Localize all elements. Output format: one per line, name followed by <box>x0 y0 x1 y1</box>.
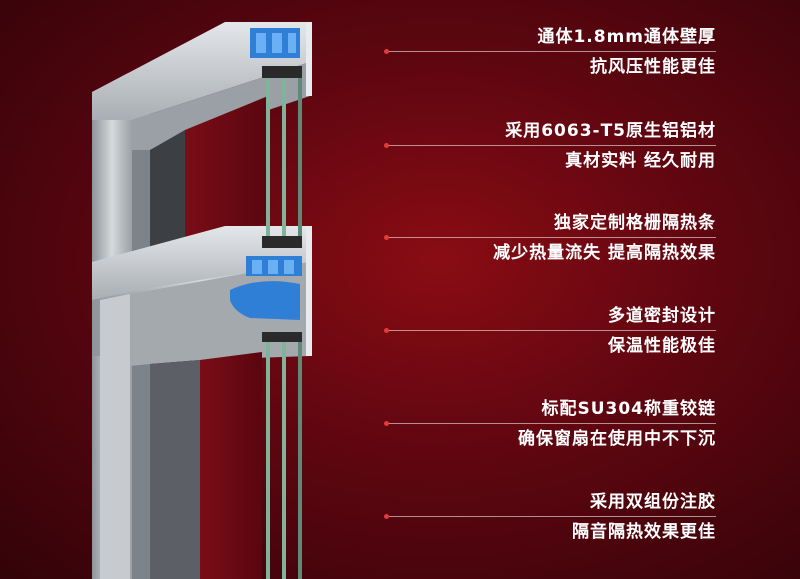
feature-multi-seal: 多道密封设计 保温性能极佳 <box>384 305 716 357</box>
feature-divider <box>384 143 716 148</box>
feature-subtitle: 确保窗扇在使用中不下沉 <box>518 429 716 449</box>
feature-divider <box>384 328 716 333</box>
feature-subtitle: 隔音隔热效果更佳 <box>572 522 716 542</box>
thermal-break-upper <box>250 28 300 58</box>
seal-gaskets <box>262 66 302 342</box>
thermal-break-lower <box>230 256 302 320</box>
feature-glue-injection: 采用双组份注胶 隔音隔热效果更佳 <box>384 491 716 543</box>
feature-title: 通体1.8mm通体壁厚 <box>537 27 716 47</box>
bullet-dot <box>384 143 389 148</box>
feature-divider <box>384 49 716 54</box>
feature-divider <box>384 235 716 240</box>
feature-title: 采用6063-T5原生铝铝材 <box>505 121 716 141</box>
profile-section-edge <box>306 22 312 356</box>
feature-title: 标配SU304称重铰链 <box>541 399 716 419</box>
bullet-dot <box>384 328 389 333</box>
feature-subtitle: 保温性能极佳 <box>608 336 716 356</box>
feature-subtitle: 真材实料 经久耐用 <box>565 151 716 171</box>
feature-title: 多道密封设计 <box>608 306 716 326</box>
feature-aluminum-material: 采用6063-T5原生铝铝材 真材实料 经久耐用 <box>384 120 716 172</box>
upper-glass-pane <box>150 96 268 262</box>
feature-thermal-strip: 独家定制格栅隔热条 减少热量流失 提高隔热效果 <box>384 212 716 264</box>
bullet-dot <box>384 49 389 54</box>
bullet-dot <box>384 235 389 240</box>
feature-divider <box>384 421 716 426</box>
bullet-dot <box>384 514 389 519</box>
feature-title: 独家定制格栅隔热条 <box>554 213 716 233</box>
feature-subtitle: 抗风压性能更佳 <box>590 57 716 77</box>
feature-title: 采用双组份注胶 <box>590 492 716 512</box>
feature-wall-thickness: 通体1.8mm通体壁厚 抗风压性能更佳 <box>384 26 716 78</box>
feature-divider <box>384 514 716 519</box>
feature-subtitle: 减少热量流失 提高隔热效果 <box>493 243 716 263</box>
insulated-glass-layers <box>266 78 302 579</box>
bullet-dot <box>384 421 389 426</box>
feature-hinge: 标配SU304称重铰链 确保窗扇在使用中不下沉 <box>384 398 716 450</box>
